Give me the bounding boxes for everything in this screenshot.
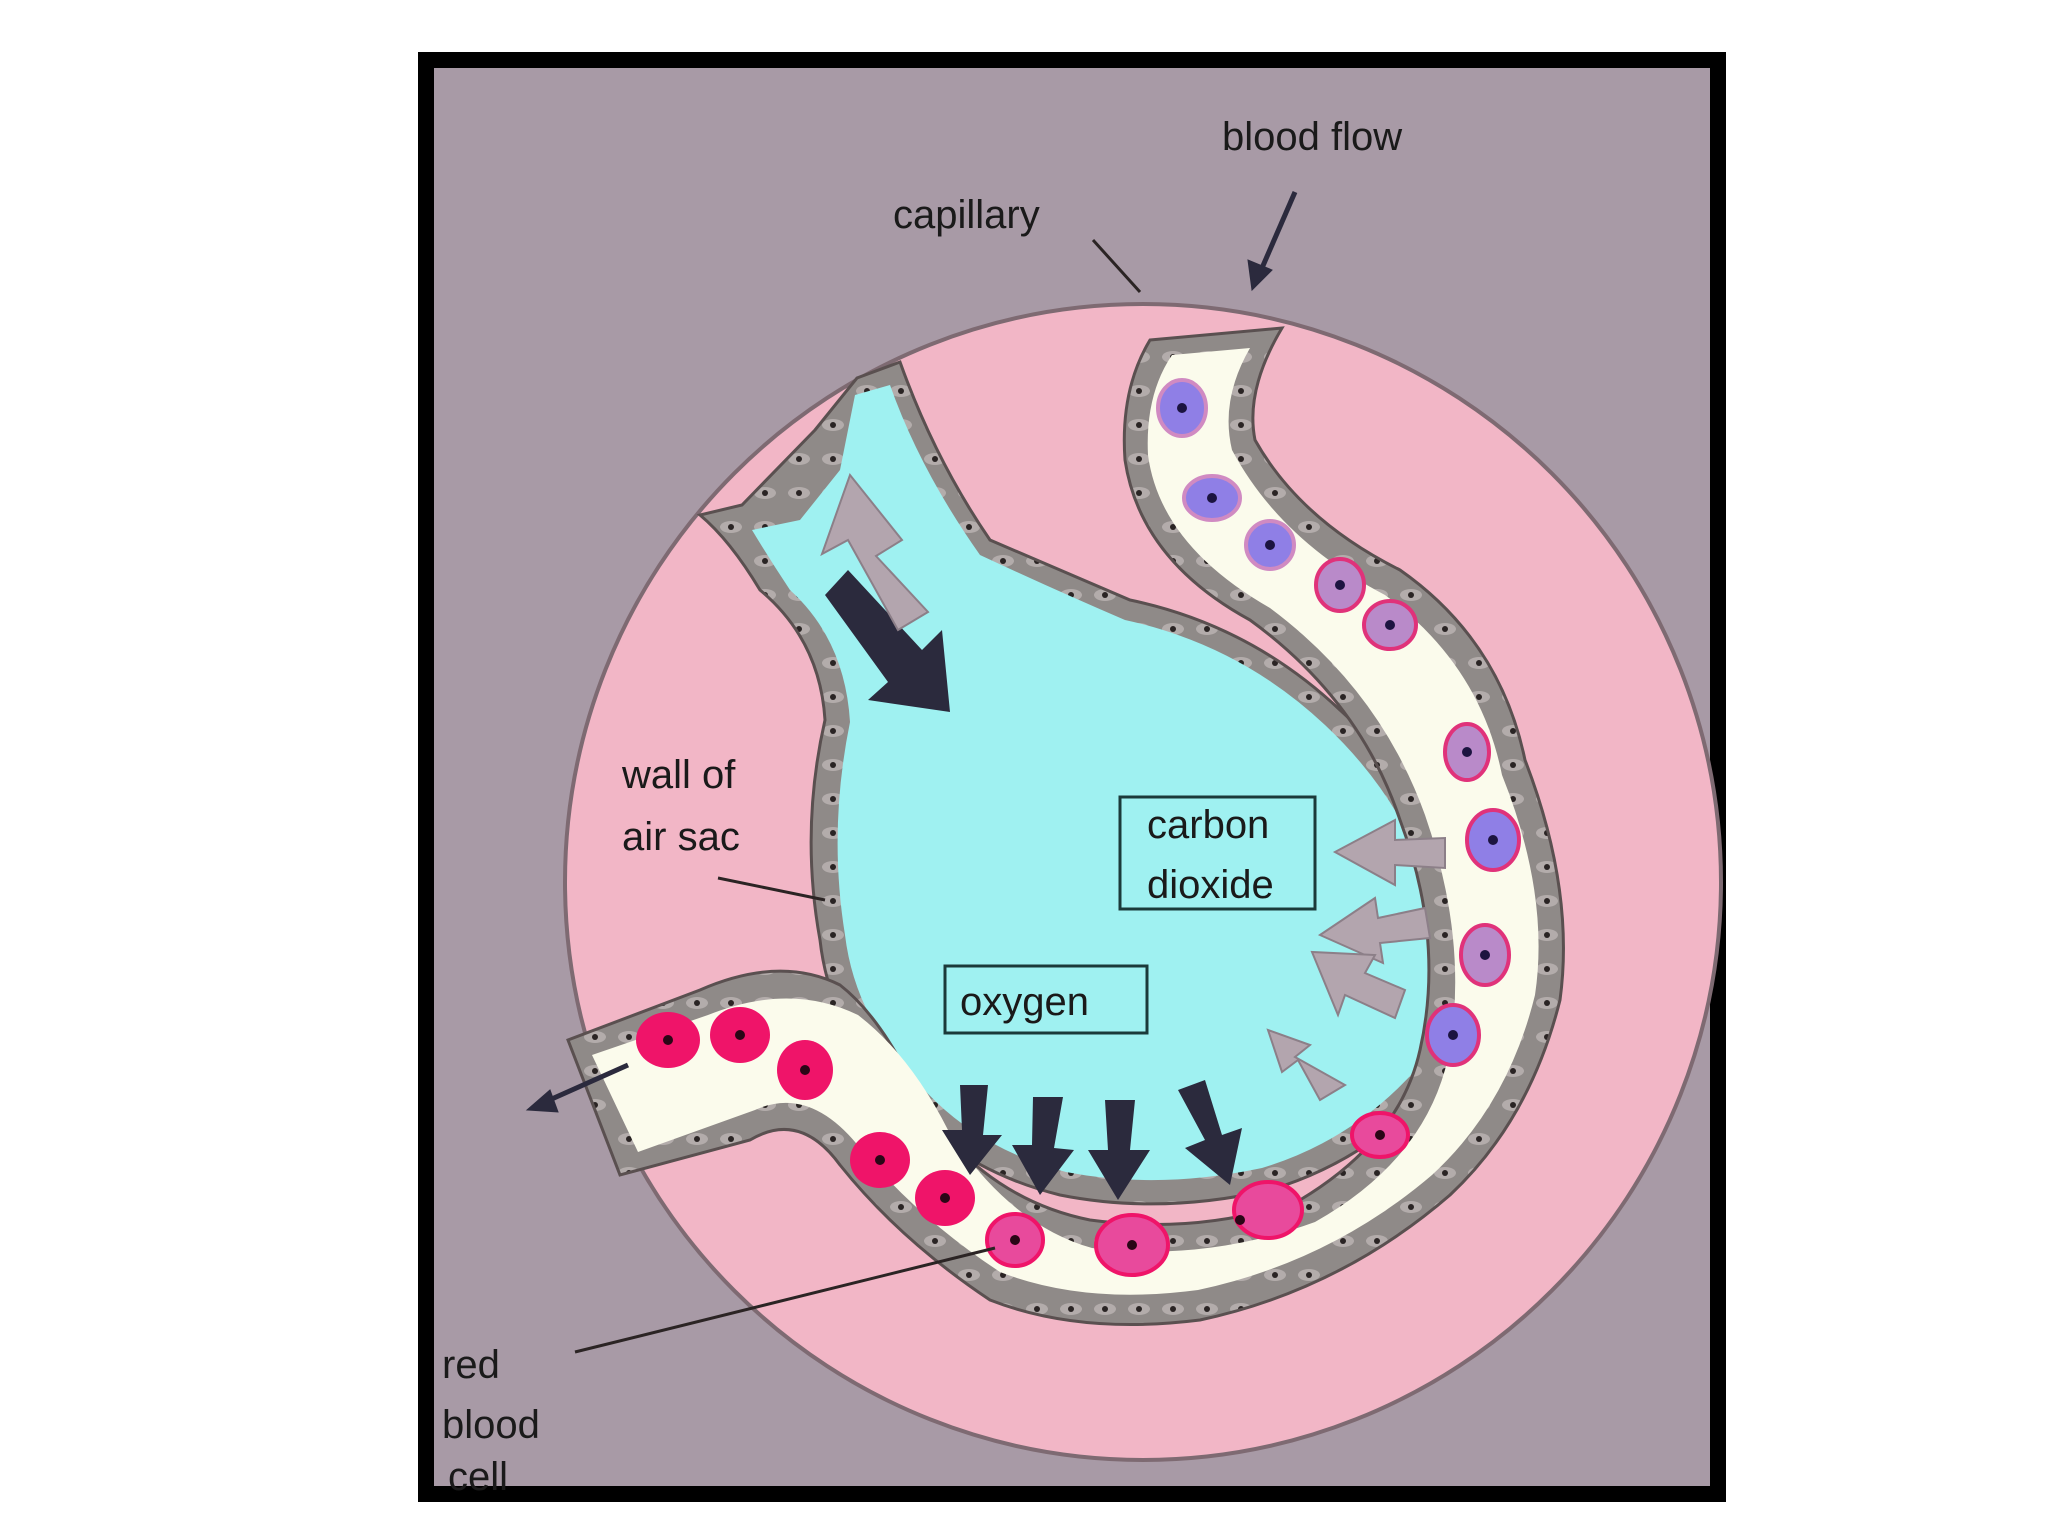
deoxygenated-cell [1362, 599, 1418, 651]
red-blood-cell-label-line2: blood [442, 1403, 540, 1447]
co2-arrow [1332, 818, 1446, 887]
co2-arrow [820, 472, 930, 632]
carbon-dioxide-label-line1: carbon [1147, 803, 1269, 847]
deoxygenated-cell [1244, 519, 1296, 571]
oxygen-box [943, 964, 1149, 1035]
co2-arrows [820, 472, 1446, 1102]
oxygen-arrows [825, 570, 1242, 1200]
blood-flow-in-arrowhead [1247, 259, 1273, 292]
carbon-dioxide-label-line2: dioxide [1147, 863, 1274, 907]
oxygen-arrow [825, 570, 950, 712]
red-blood-cell-label-line3: cell [448, 1455, 508, 1499]
blood-flow-in-arrow [1259, 191, 1298, 269]
blood-flow-label: blood flow [1222, 115, 1402, 159]
deoxygenated-cell [1459, 923, 1511, 987]
oxygenated-cells [636, 1007, 1410, 1277]
oxygenated-cell [1232, 1180, 1304, 1240]
oxygen-label: oxygen [960, 980, 1089, 1024]
deoxygenated-cell [1314, 557, 1366, 613]
carbon-dioxide-box [1118, 795, 1317, 911]
pointer-lines [574, 238, 1142, 1354]
capillary-label: capillary [893, 193, 1040, 237]
oxygen-arrow [1178, 1080, 1242, 1185]
red-blood-cell-label-line1: red [442, 1343, 500, 1387]
deoxygenated-cell [1465, 808, 1521, 872]
oxygen-arrow [1012, 1097, 1074, 1195]
oxygenated-cell [1094, 1213, 1170, 1277]
wall-of-air-sac-label-line2: air sac [622, 815, 740, 859]
blood-flow-out-arrow [543, 1062, 630, 1105]
blood-flow-out-arrowhead [525, 1089, 559, 1113]
oxygenated-cell [636, 1012, 700, 1068]
deoxygenated-cell [1425, 1003, 1481, 1067]
deoxygenated-cell [1156, 378, 1208, 438]
wall-of-air-sac-label-line1: wall of [621, 753, 736, 797]
red-blood-cell-pointer [574, 1246, 996, 1354]
oxygen-arrow [942, 1085, 1002, 1175]
oxygenated-cell [1350, 1111, 1410, 1159]
deoxygenated-cell [1182, 474, 1242, 522]
capillary-pointer [1091, 238, 1142, 294]
air-sac [752, 385, 1443, 1181]
wall-pointer [717, 876, 826, 902]
oxygenated-cell [915, 1170, 975, 1226]
co2-arrow [1310, 950, 1407, 1020]
oxygen-arrow [1088, 1100, 1150, 1200]
oxygenated-cell [777, 1040, 833, 1100]
oxygenated-cell [985, 1212, 1045, 1268]
deoxygenated-cell [1443, 722, 1491, 782]
co2-arrow [1266, 1028, 1347, 1102]
deoxygenated-cells [1156, 378, 1521, 1067]
co2-arrow [1317, 896, 1432, 965]
blood-flow-arrows [525, 191, 1298, 1113]
oxygenated-cell [850, 1132, 910, 1188]
oxygenated-cell [710, 1007, 770, 1063]
